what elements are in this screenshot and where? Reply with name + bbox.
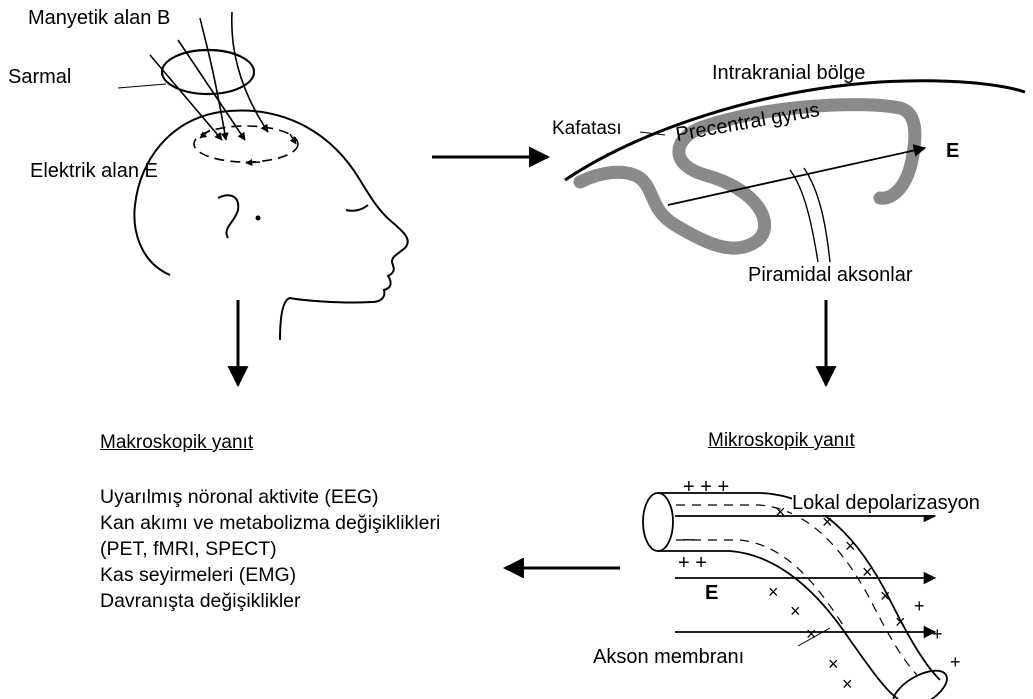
- skull-curve: [565, 81, 1025, 180]
- svg-text:×: ×: [790, 601, 801, 621]
- skull-label: Kafatası: [552, 118, 622, 140]
- pyramidal-axons: [790, 168, 830, 262]
- axon-e-symbol: E: [705, 582, 718, 605]
- macroscopic-item: (PET, fMRI, SPECT): [100, 536, 440, 562]
- svg-text:×: ×: [842, 674, 853, 694]
- svg-text:×: ×: [845, 536, 856, 556]
- macroscopic-item: Uyarılmış nöronal aktivite (EEG): [100, 484, 440, 510]
- macroscopic-item: Kan akımı ve metabolizma değişiklikleri: [100, 510, 440, 536]
- coil-leader-line: [118, 84, 166, 88]
- electric-field-loop: [194, 126, 298, 162]
- svg-text:×: ×: [828, 654, 839, 674]
- magnetic-field-label: Manyetik alan B: [28, 7, 170, 30]
- intracranial-label: Intrakranial bölge: [712, 62, 865, 85]
- svg-text:×: ×: [862, 562, 873, 582]
- electric-field-label: Elektrik alan E: [30, 160, 158, 183]
- head-outline: [134, 111, 407, 340]
- cortex-e-symbol: E: [946, 140, 959, 163]
- magnetic-field-arrows: [150, 12, 268, 140]
- macroscopic-item: Davranışta değişiklikler: [100, 588, 440, 614]
- axon-plus-mid: + +: [678, 552, 707, 575]
- coil-label: Sarmal: [8, 66, 71, 89]
- axon-membrane-label: Akson membranı: [593, 646, 744, 669]
- axon-plus-top: + + +: [683, 476, 729, 499]
- svg-text:×: ×: [880, 586, 891, 606]
- local-depolarization-label: Lokal depolarizasyon: [792, 492, 980, 515]
- axon-minus-mark: –: [683, 528, 694, 551]
- svg-text:+: +: [914, 596, 925, 616]
- macroscopic-list: Uyarılmış nöronal aktivite (EEG) Kan akı…: [100, 484, 440, 614]
- svg-text:×: ×: [768, 582, 779, 602]
- macroscopic-item: Kas seyirmeleri (EMG): [100, 562, 440, 588]
- svg-text:+: +: [932, 624, 943, 644]
- svg-text:×: ×: [895, 612, 906, 632]
- microscopic-heading: Mikroskopik yanıt: [708, 430, 855, 452]
- macroscopic-heading: Makroskopik yanıt: [100, 432, 253, 454]
- pyramidal-axons-label: Piramidal aksonlar: [748, 264, 913, 287]
- coil-ellipse: [162, 50, 254, 94]
- svg-text:×: ×: [822, 512, 833, 532]
- svg-text:+: +: [950, 652, 961, 672]
- axon-plus-signs: ××× ××× +++ ××× ××: [768, 502, 961, 694]
- svg-text:×: ×: [775, 502, 786, 522]
